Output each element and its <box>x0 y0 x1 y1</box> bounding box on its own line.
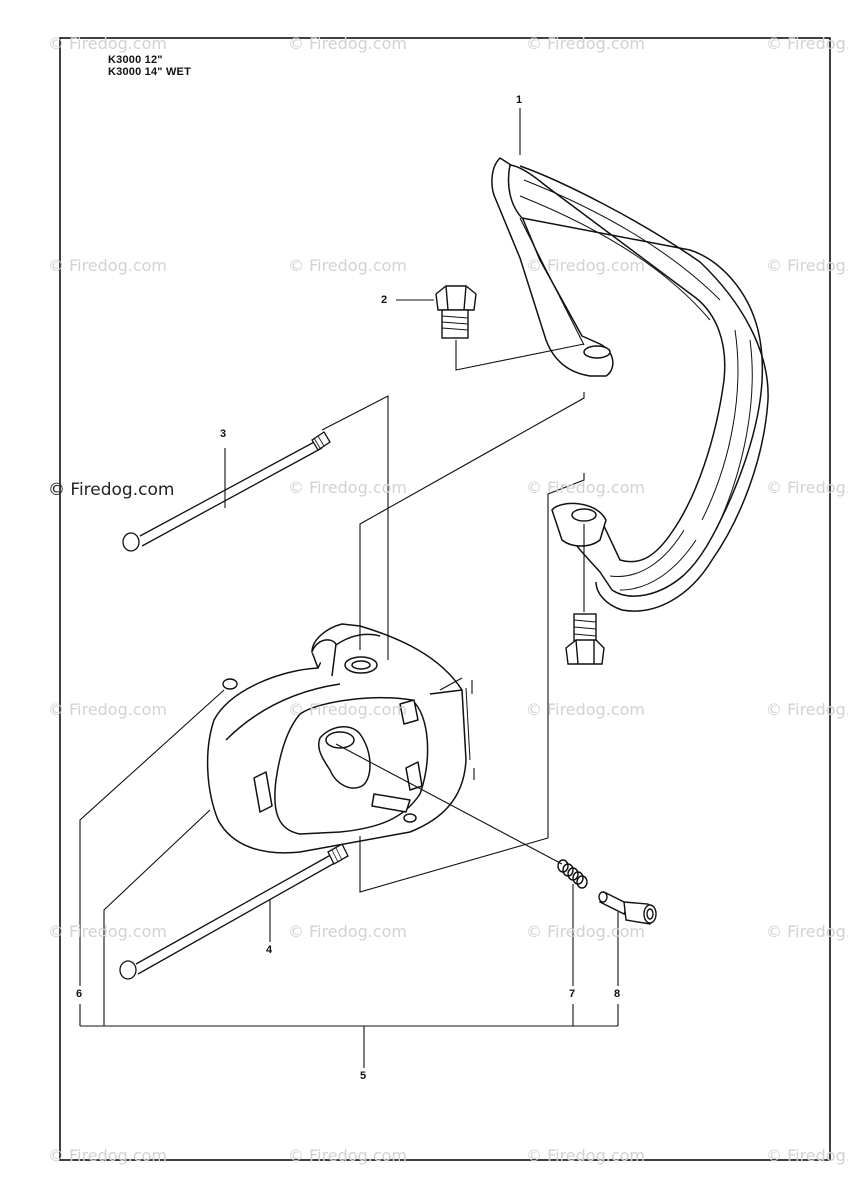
watermark: © Firedog.com <box>48 700 167 719</box>
watermark: © Firedog.com <box>288 1146 407 1165</box>
watermark: © Firedog.com <box>48 34 167 53</box>
watermark: © Firedog.com <box>48 1146 167 1165</box>
callout-number: 2 <box>381 294 388 306</box>
watermark: © Firedog.com <box>526 700 645 719</box>
watermark: © Firedog.com <box>288 256 407 275</box>
pin-icon <box>598 891 657 925</box>
leader-lines <box>79 108 619 1068</box>
callout-number: 5 <box>360 1070 367 1082</box>
spring-icon <box>557 859 588 889</box>
watermark: © Firedog.com <box>766 478 848 497</box>
watermark: © Firedog.com <box>526 256 645 275</box>
hex-bolt-icon <box>565 613 605 665</box>
callout-number: 1 <box>516 94 523 106</box>
watermark: © Firedog.com <box>766 256 848 275</box>
callout-number: 3 <box>220 428 227 440</box>
hex-bolt-icon <box>435 285 477 339</box>
watermark: © Firedog.com <box>766 700 848 719</box>
callout-number: 7 <box>569 988 576 1000</box>
watermark: © Firedog.com <box>288 34 407 53</box>
watermark: © Firedog.com <box>526 34 645 53</box>
watermark: © Firedog.com <box>526 478 645 497</box>
watermark: © Firedog.com <box>526 922 645 941</box>
model-label: K3000 12" <box>108 54 163 66</box>
watermark: © Firedog.com <box>766 34 848 53</box>
callout-number: 4 <box>266 944 273 956</box>
housing-icon <box>206 623 471 854</box>
handle-icon <box>491 157 769 612</box>
watermark: © Firedog.com <box>48 922 167 941</box>
o-ring-icon <box>222 678 238 690</box>
watermark: © Firedog.com <box>288 478 407 497</box>
watermark: © Firedog.com <box>48 256 167 275</box>
model-label: K3000 14" WET <box>108 66 192 78</box>
callout-number: 6 <box>76 988 83 1000</box>
callout-number: 8 <box>614 988 621 1000</box>
watermark: © Firedog.com <box>48 480 175 500</box>
watermark: © Firedog.com <box>766 1146 848 1165</box>
long-bolt-icon <box>119 843 349 980</box>
long-bolt-icon <box>122 431 331 552</box>
watermark: © Firedog.com <box>288 922 407 941</box>
watermark: © Firedog.com <box>288 700 407 719</box>
diagram-frame <box>59 37 831 1161</box>
watermark: © Firedog.com <box>526 1146 645 1165</box>
watermark: © Firedog.com <box>766 922 848 941</box>
